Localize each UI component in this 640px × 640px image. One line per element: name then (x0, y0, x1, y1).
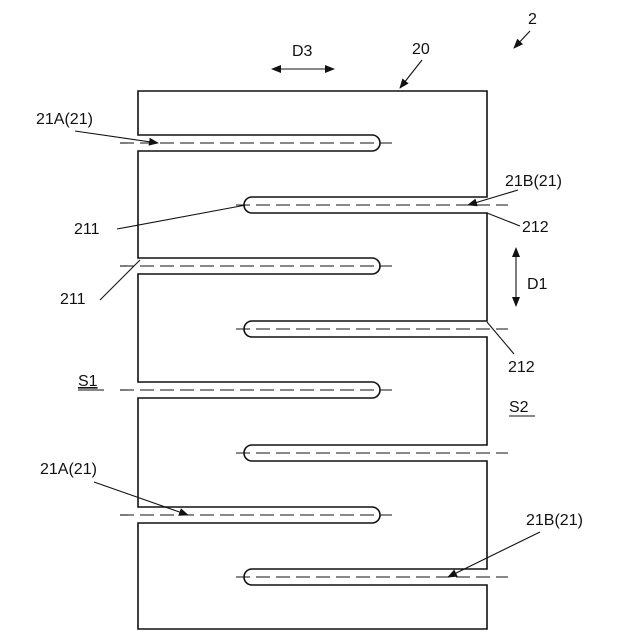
body-label: 20 (412, 41, 430, 58)
slit-b-bottom-label: 21B(21) (526, 512, 583, 529)
end-211-upper-leader (117, 205, 246, 229)
slit-a-top-leader (75, 131, 158, 143)
end-212-lower-label: 212 (508, 359, 535, 376)
end-211-lower-label: 211 (60, 291, 86, 308)
direction-d1-label: D1 (527, 276, 548, 293)
slit-centerlines-b (236, 205, 508, 577)
side-s1-label: S1 (78, 373, 98, 390)
slit-a-bottom-label: 21A(21) (40, 461, 97, 478)
fig-number-arrow (514, 31, 530, 48)
fig-number-label: 2 (528, 11, 537, 28)
body-outline (138, 91, 487, 629)
direction-d3-label: D3 (292, 43, 313, 60)
body-leader-arrow (400, 60, 422, 88)
end-212-upper-label: 212 (522, 219, 549, 236)
slit-b-top-label: 21B(21) (505, 173, 562, 190)
slit-b-bottom-leader (448, 532, 540, 577)
slit-a-top-label: 21A(21) (36, 111, 93, 128)
end-212-lower-leader (487, 322, 514, 354)
end-212-upper-leader (487, 213, 520, 226)
end-211-upper-label: 211 (74, 221, 100, 238)
side-s2-label: S2 (509, 399, 529, 416)
slit-a-bottom-leader (94, 482, 188, 515)
